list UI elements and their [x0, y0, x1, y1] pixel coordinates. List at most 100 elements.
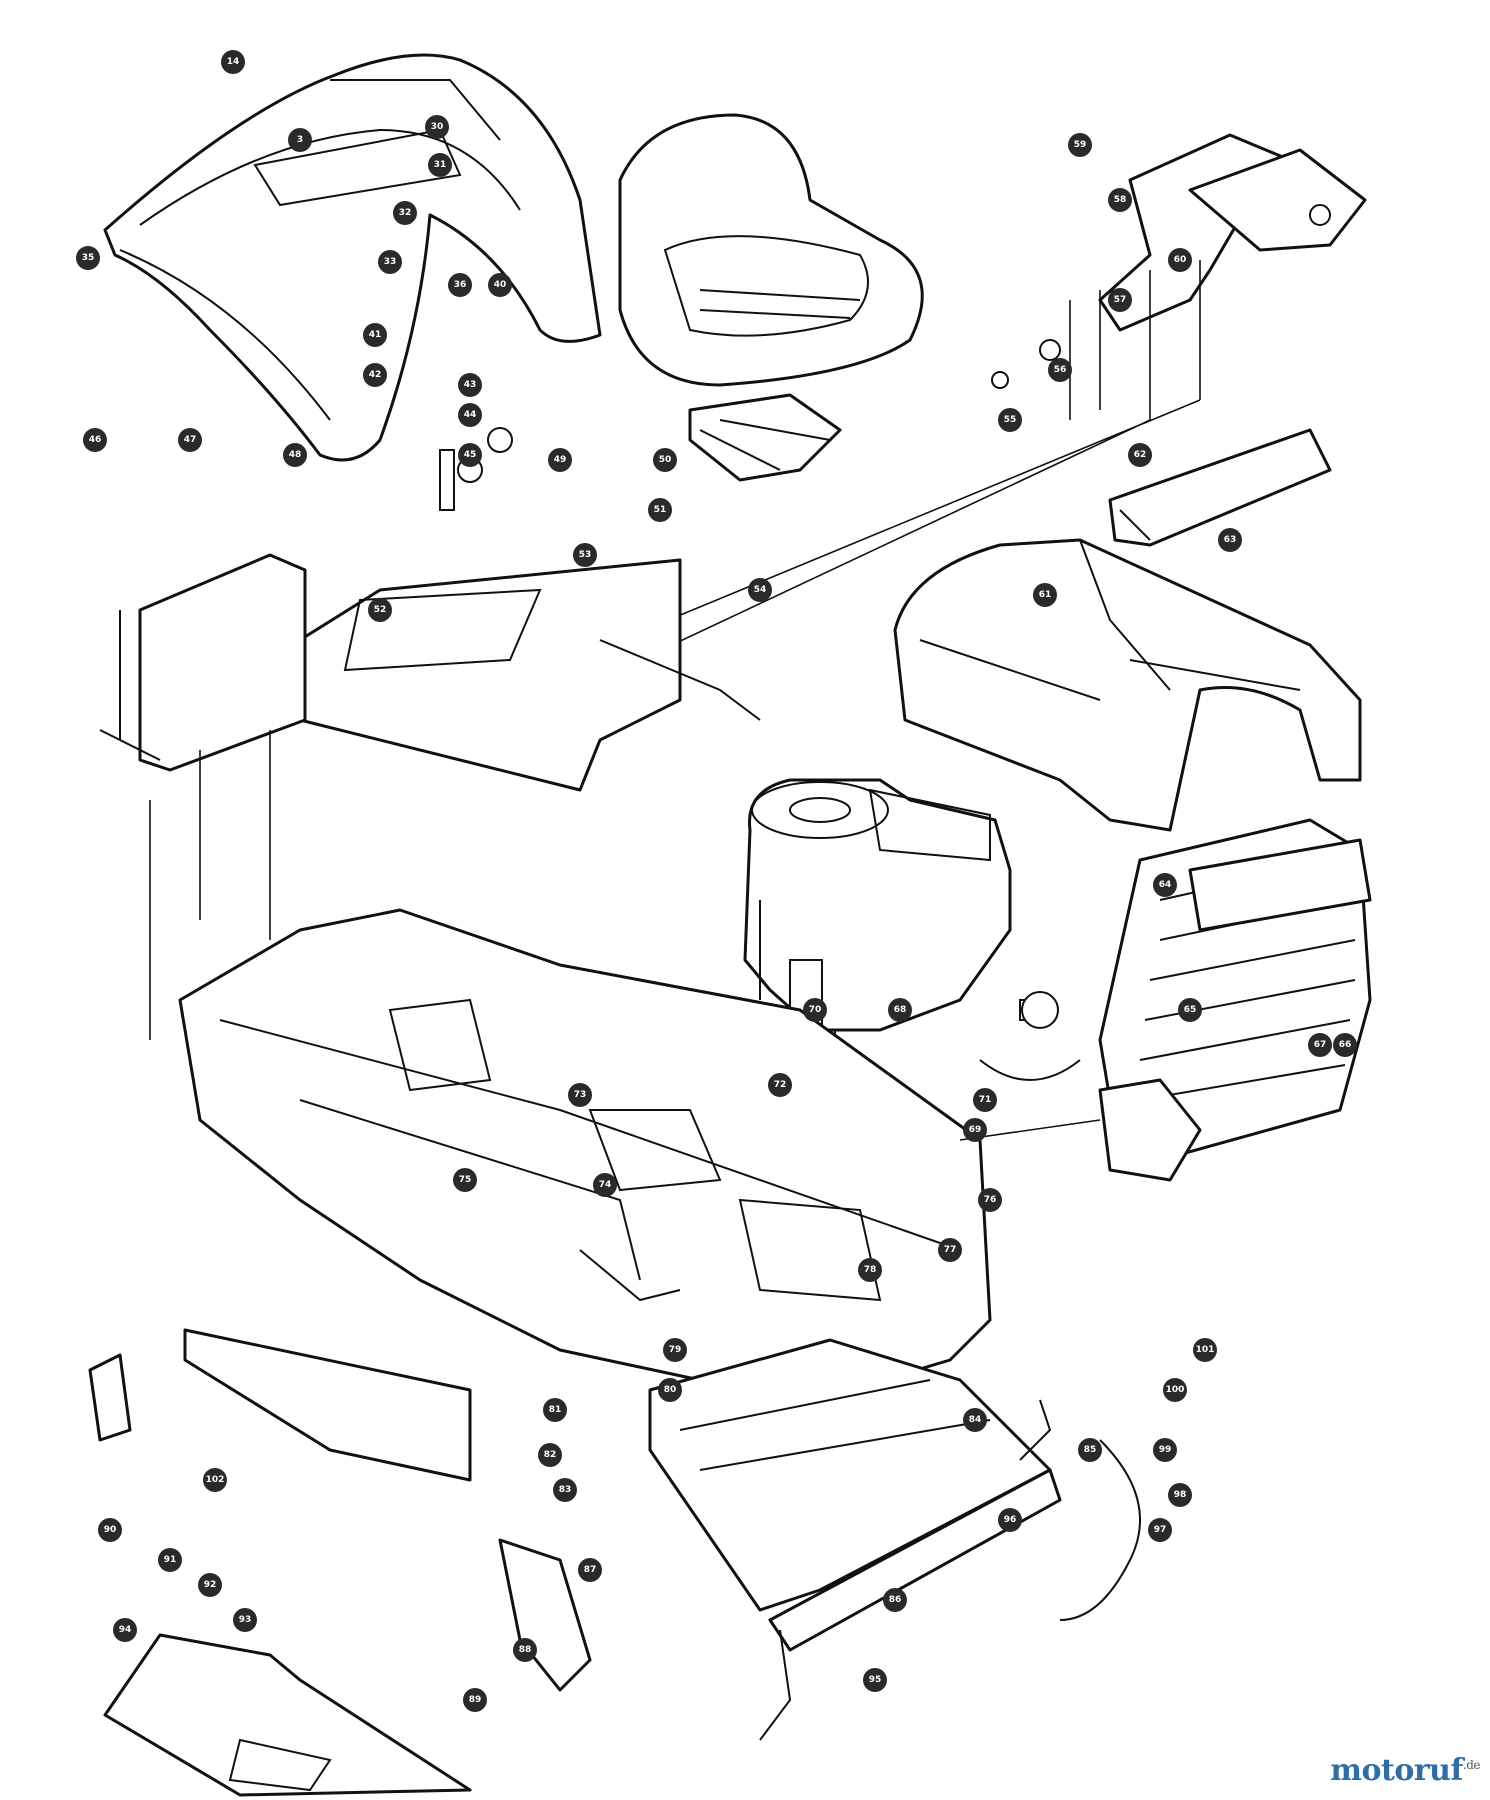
front-axle	[648, 1338, 1062, 1741]
callout-balloon	[288, 128, 312, 152]
steering-support	[619, 133, 1367, 661]
part-callout: 36	[448, 273, 472, 297]
part-callout: 82	[538, 1443, 562, 1467]
callout-balloon	[203, 1468, 227, 1492]
part-callout: 3	[288, 128, 312, 152]
callout-balloon	[573, 543, 597, 567]
callout-number: 83	[559, 1485, 572, 1495]
callout-balloon	[1193, 1338, 1217, 1362]
callout-number: 89	[469, 1695, 482, 1705]
callout-balloon	[568, 1083, 592, 1107]
callout-number: 100	[1166, 1385, 1185, 1395]
part-callout: 49	[548, 448, 572, 472]
callout-number: 32	[399, 208, 412, 218]
part-callout: 64	[1153, 873, 1177, 897]
part-callout: 30	[425, 115, 449, 139]
callout-balloon	[1078, 1438, 1102, 1462]
callout-number: 58	[1114, 195, 1127, 205]
callout-number: 45	[464, 450, 477, 460]
callout-number: 64	[1159, 880, 1172, 890]
callout-number: 3	[297, 135, 303, 145]
callout-number: 14	[227, 57, 240, 67]
callout-number: 43	[464, 380, 477, 390]
callout-number: 84	[969, 1415, 982, 1425]
callout-number: 92	[204, 1580, 217, 1590]
callout-number: 67	[1314, 1040, 1327, 1050]
callout-balloon	[1033, 583, 1057, 607]
part-callout: 66	[1333, 1033, 1357, 1057]
callout-balloon	[488, 273, 512, 297]
part-callout: 46	[83, 428, 107, 452]
seat	[618, 113, 924, 482]
callout-number: 76	[984, 1195, 997, 1205]
part-callout: 43	[458, 373, 482, 397]
callout-number: 95	[869, 1675, 882, 1685]
callout-number: 85	[1084, 1445, 1097, 1455]
callout-number: 99	[1159, 1445, 1172, 1455]
mounting-bracket	[498, 1538, 592, 1692]
part-callout: 67	[1308, 1033, 1332, 1057]
callout-balloon	[1333, 1033, 1357, 1057]
callout-balloon	[768, 1073, 792, 1097]
floor-plate	[88, 1328, 472, 1482]
part-callout: 45	[458, 443, 482, 467]
callout-balloon	[1168, 248, 1192, 272]
part-callout: 94	[113, 1618, 137, 1642]
callout-balloon	[1308, 1033, 1332, 1057]
callout-number: 57	[1114, 295, 1127, 305]
callout-number: 44	[464, 410, 477, 420]
callout-balloon	[158, 1548, 182, 1572]
callout-number: 102	[206, 1475, 225, 1485]
callout-number: 86	[889, 1595, 902, 1605]
callout-number: 36	[454, 280, 467, 290]
callout-balloon	[663, 1338, 687, 1362]
part-callout: 54	[748, 578, 772, 602]
part-callout: 41	[363, 323, 387, 347]
part-callout: 97	[1148, 1518, 1172, 1542]
callout-balloon	[363, 363, 387, 387]
part-callout: 89	[463, 1688, 487, 1712]
callout-balloon	[543, 1398, 567, 1422]
watermark-brand: motoruf	[1330, 1753, 1463, 1788]
callout-number: 78	[864, 1265, 877, 1275]
part-callout: 32	[393, 201, 417, 225]
callout-balloon	[513, 1638, 537, 1662]
part-callout: 99	[1153, 1438, 1177, 1462]
callout-balloon	[1178, 998, 1202, 1022]
part-callout: 58	[1108, 188, 1132, 212]
callout-number: 62	[1134, 450, 1147, 460]
part-callout: 52	[368, 598, 392, 622]
part-callout: 101	[1193, 1338, 1217, 1362]
callout-balloon	[283, 443, 307, 467]
callout-balloon	[458, 373, 482, 397]
part-callout: 60	[1168, 248, 1192, 272]
callout-number: 48	[289, 450, 302, 460]
callout-number: 61	[1039, 590, 1052, 600]
callout-balloon	[998, 1508, 1022, 1532]
callout-number: 50	[659, 455, 672, 465]
callout-number: 49	[554, 455, 567, 465]
part-callout: 65	[1178, 998, 1202, 1022]
part-callout: 84	[963, 1408, 987, 1432]
callout-balloon	[963, 1408, 987, 1432]
callout-balloon	[363, 323, 387, 347]
part-callout: 76	[978, 1188, 1002, 1212]
part-callout: 61	[1033, 583, 1057, 607]
callout-balloon	[113, 1618, 137, 1642]
callout-balloon	[378, 250, 402, 274]
callout-number: 96	[1004, 1515, 1017, 1525]
callout-balloon	[1068, 133, 1092, 157]
part-callout: 44	[458, 403, 482, 427]
part-callout: 81	[543, 1398, 567, 1422]
callout-balloon	[393, 201, 417, 225]
callout-balloon	[938, 1238, 962, 1262]
callout-number: 42	[369, 370, 382, 380]
part-callout: 77	[938, 1238, 962, 1262]
part-callout: 55	[998, 408, 1022, 432]
part-callout: 62	[1128, 443, 1152, 467]
callout-balloon	[453, 1168, 477, 1192]
part-callout: 63	[1218, 528, 1242, 552]
dash-panel	[298, 558, 761, 792]
callout-balloon	[463, 1688, 487, 1712]
hood	[893, 538, 1362, 832]
